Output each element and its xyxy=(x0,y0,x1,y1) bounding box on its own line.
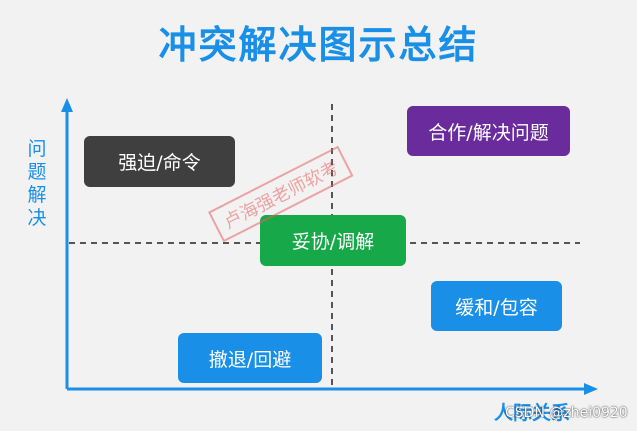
x-axis-arrow xyxy=(584,383,598,395)
y-axis-arrow xyxy=(61,98,73,112)
compromise-box: 妥协/调解 xyxy=(260,215,406,266)
x-axis-label: 人际关系 xyxy=(494,402,571,424)
credit-watermark: CSDN @zhei0920 xyxy=(505,405,628,421)
compete-box: 强迫/命令 xyxy=(84,136,235,187)
y-axis-label: 问题解决 xyxy=(27,138,47,229)
page-title: 冲突解决图示总结 xyxy=(158,23,479,67)
accommodate-box: 缓和/包容 xyxy=(431,281,562,331)
avoid-box: 撤退/回避 xyxy=(178,333,322,383)
collaborate-box: 合作/解决问题 xyxy=(407,106,570,156)
